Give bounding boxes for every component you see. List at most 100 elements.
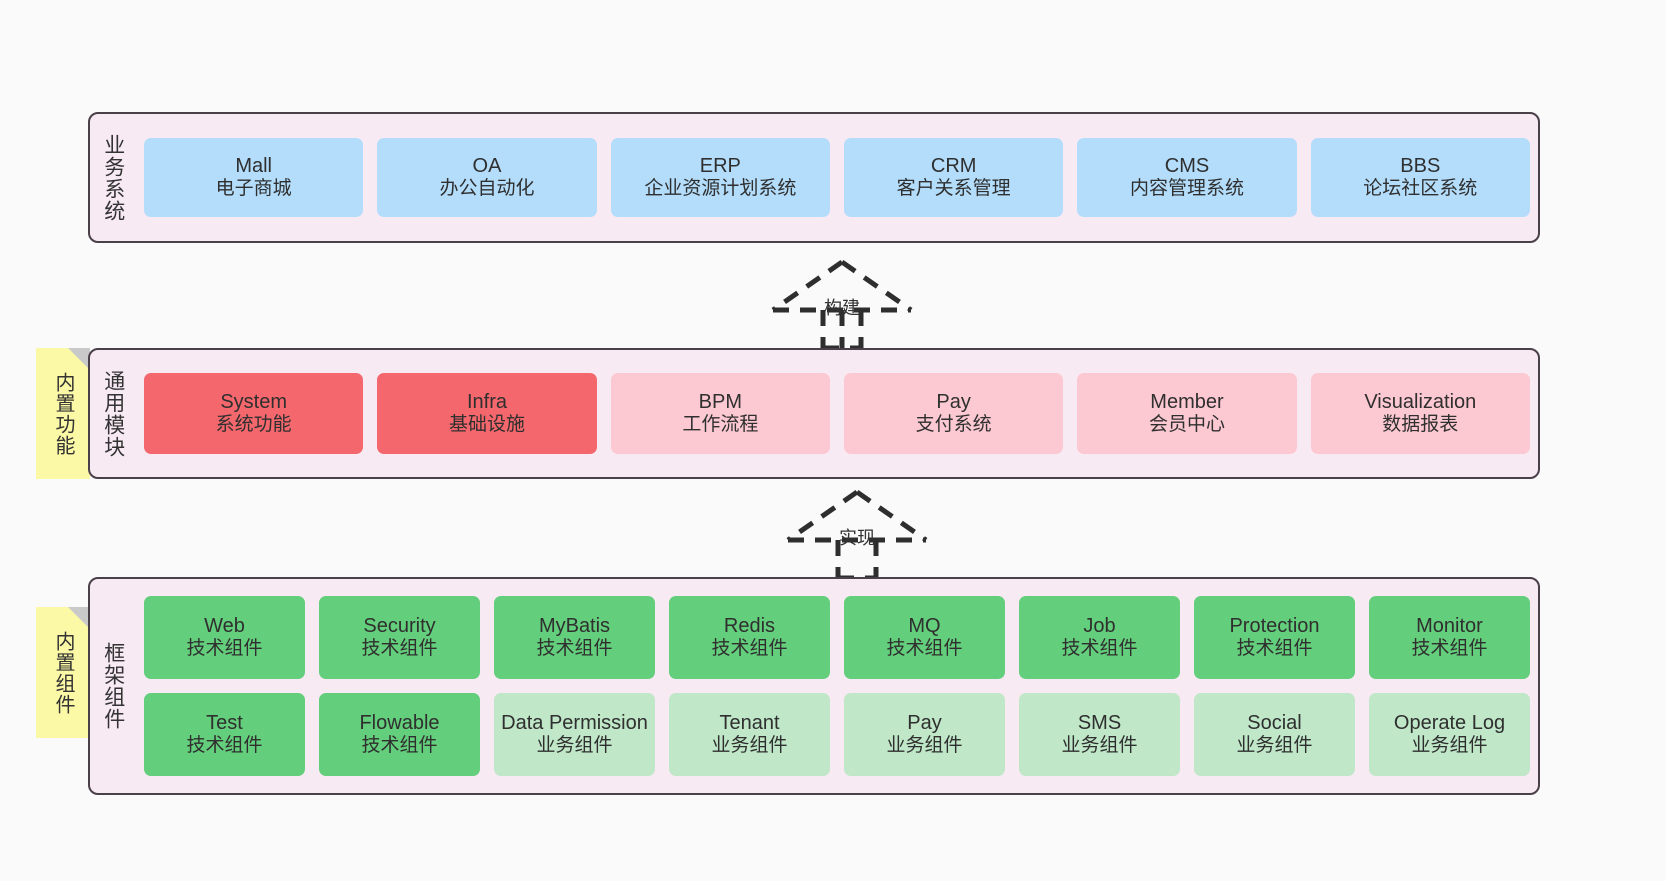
card-subtitle: 会员中心	[1148, 414, 1225, 436]
card-title: Mall	[235, 154, 272, 177]
card-title: Redis	[723, 614, 776, 637]
card-subtitle: 技术组件	[711, 638, 788, 660]
card-subtitle: 业务组件	[1411, 735, 1488, 757]
band-label-framework: 框架组件	[101, 642, 125, 730]
card-title: Job	[1083, 614, 1116, 637]
card-subtitle: 客户关系管理	[896, 178, 1011, 200]
card-subtitle: 技术组件	[186, 638, 263, 660]
card-title: OA	[472, 154, 502, 177]
card-pay[interactable]: Pay 支付系统	[843, 373, 1064, 454]
card-flowable[interactable]: Flowable 技术组件	[319, 693, 480, 776]
card-subtitle: 工作流程	[682, 414, 759, 436]
card-subtitle: 业务组件	[711, 735, 788, 757]
card-test[interactable]: Test 技术组件	[144, 693, 305, 776]
card-subtitle: 论坛社区系统	[1363, 178, 1478, 200]
card-pay-business[interactable]: Pay 业务组件	[844, 693, 1005, 776]
card-title: Pay	[907, 711, 942, 734]
band-label-common: 通用模块	[101, 369, 125, 458]
card-erp[interactable]: ERP 企业资源计划系统	[610, 138, 830, 217]
card-title: System	[220, 390, 287, 413]
card-title: MQ	[908, 614, 941, 637]
card-title: Security	[363, 614, 436, 637]
card-protection[interactable]: Protection 技术组件	[1194, 596, 1355, 679]
card-subtitle: 电子商城	[215, 178, 292, 200]
card-member[interactable]: Member 会员中心	[1077, 373, 1297, 454]
card-title: Infra	[466, 390, 507, 413]
card-monitor[interactable]: Monitor 技术组件	[1369, 596, 1530, 679]
band-framework-component: 框架组件 Web 技术组件 Security 技术组件 MyBatis 技术组件	[88, 577, 1540, 795]
card-sms[interactable]: SMS 业务组件	[1019, 693, 1180, 776]
card-title: Test	[206, 711, 243, 734]
card-title: BBS	[1400, 154, 1441, 177]
card-subtitle: 技术组件	[186, 735, 263, 757]
card-subtitle: 支付系统	[915, 414, 992, 436]
card-title: Web	[204, 614, 245, 637]
card-subtitle: 技术组件	[1236, 638, 1313, 660]
card-subtitle: 业务组件	[1236, 735, 1313, 757]
card-subtitle: 技术组件	[361, 735, 438, 757]
band-body-common: System 系统功能 Infra 基础设施 BPM 工作流程 Pay 支付系统…	[136, 350, 1538, 477]
card-title: Visualization	[1364, 390, 1477, 413]
card-data-permission[interactable]: Data Permission 业务组件	[494, 693, 655, 776]
card-mall[interactable]: Mall 电子商城	[144, 138, 364, 217]
card-bbs[interactable]: BBS 论坛社区系统	[1310, 138, 1530, 217]
band-body-framework: Web 技术组件 Security 技术组件 MyBatis 技术组件 Redi…	[136, 579, 1538, 793]
card-bpm[interactable]: BPM 工作流程	[610, 373, 830, 454]
framework-card-row-1: Web 技术组件 Security 技术组件 MyBatis 技术组件 Redi…	[144, 596, 1530, 679]
card-title: CRM	[930, 154, 977, 177]
card-oa[interactable]: OA 办公自动化	[377, 138, 597, 217]
card-title: Pay	[936, 390, 971, 413]
card-subtitle: 业务组件	[886, 735, 963, 757]
card-visualization[interactable]: Visualization 数据报表	[1310, 373, 1530, 454]
card-title: Flowable	[359, 711, 440, 734]
card-subtitle: 业务组件	[536, 735, 613, 757]
card-subtitle: 技术组件	[536, 638, 613, 660]
card-redis[interactable]: Redis 技术组件	[669, 596, 830, 679]
card-title: Member	[1150, 390, 1224, 413]
card-social[interactable]: Social 业务组件	[1194, 693, 1355, 776]
card-tenant[interactable]: Tenant 业务组件	[669, 693, 830, 776]
card-title: MyBatis	[538, 614, 611, 637]
card-mq[interactable]: MQ 技术组件	[844, 596, 1005, 679]
card-infra[interactable]: Infra 基础设施	[377, 373, 597, 454]
card-title: Tenant	[719, 711, 780, 734]
card-title: CMS	[1164, 154, 1210, 177]
card-title: Monitor	[1416, 614, 1483, 637]
band-body-business: Mall 电子商城 OA 办公自动化 ERP 企业资源计划系统 CRM 客户关系…	[136, 114, 1538, 241]
card-subtitle: 数据报表	[1382, 414, 1459, 436]
sticky-note-builtin-component: 内置组件	[36, 607, 90, 738]
card-title: Data Permission	[501, 711, 648, 734]
card-cms[interactable]: CMS 内容管理系统	[1077, 138, 1297, 217]
card-operate-log[interactable]: Operate Log 业务组件	[1369, 693, 1530, 776]
card-title: SMS	[1077, 711, 1122, 734]
card-title: Operate Log	[1393, 711, 1506, 734]
band-business-system: 业务系统 Mall 电子商城 OA 办公自动化 ERP 企业资源计划系统 CRM…	[88, 112, 1540, 243]
band-common-module: 通用模块 System 系统功能 Infra 基础设施 BPM 工作流程 Pay…	[88, 348, 1540, 479]
card-subtitle: 系统功能	[215, 414, 292, 436]
common-card-row: System 系统功能 Infra 基础设施 BPM 工作流程 Pay 支付系统…	[144, 373, 1530, 454]
card-job[interactable]: Job 技术组件	[1019, 596, 1180, 679]
card-title: Social	[1247, 711, 1302, 734]
card-subtitle: 企业资源计划系统	[644, 178, 797, 200]
page-fold-icon	[68, 348, 90, 370]
card-crm[interactable]: CRM 客户关系管理	[843, 138, 1064, 217]
business-card-row: Mall 电子商城 OA 办公自动化 ERP 企业资源计划系统 CRM 客户关系…	[144, 138, 1530, 217]
band-label-business: 业务系统	[101, 133, 125, 222]
card-security[interactable]: Security 技术组件	[319, 596, 480, 679]
card-subtitle: 基础设施	[448, 414, 525, 436]
card-title: BPM	[698, 390, 742, 413]
card-subtitle: 内容管理系统	[1129, 178, 1244, 200]
card-subtitle: 技术组件	[1411, 638, 1488, 660]
card-mybatis[interactable]: MyBatis 技术组件	[494, 596, 655, 679]
card-web[interactable]: Web 技术组件	[144, 596, 305, 679]
card-subtitle: 业务组件	[1061, 735, 1138, 757]
framework-card-row-2: Test 技术组件 Flowable 技术组件 Data Permission …	[144, 693, 1530, 776]
card-subtitle: 技术组件	[886, 638, 963, 660]
card-system[interactable]: System 系统功能	[144, 373, 364, 454]
card-title: ERP	[699, 154, 741, 177]
framework-card-grid: Web 技术组件 Security 技术组件 MyBatis 技术组件 Redi…	[144, 596, 1530, 776]
page-fold-icon	[68, 607, 90, 629]
sticky-label: 内置功能	[52, 371, 74, 456]
card-subtitle: 技术组件	[1061, 638, 1138, 660]
